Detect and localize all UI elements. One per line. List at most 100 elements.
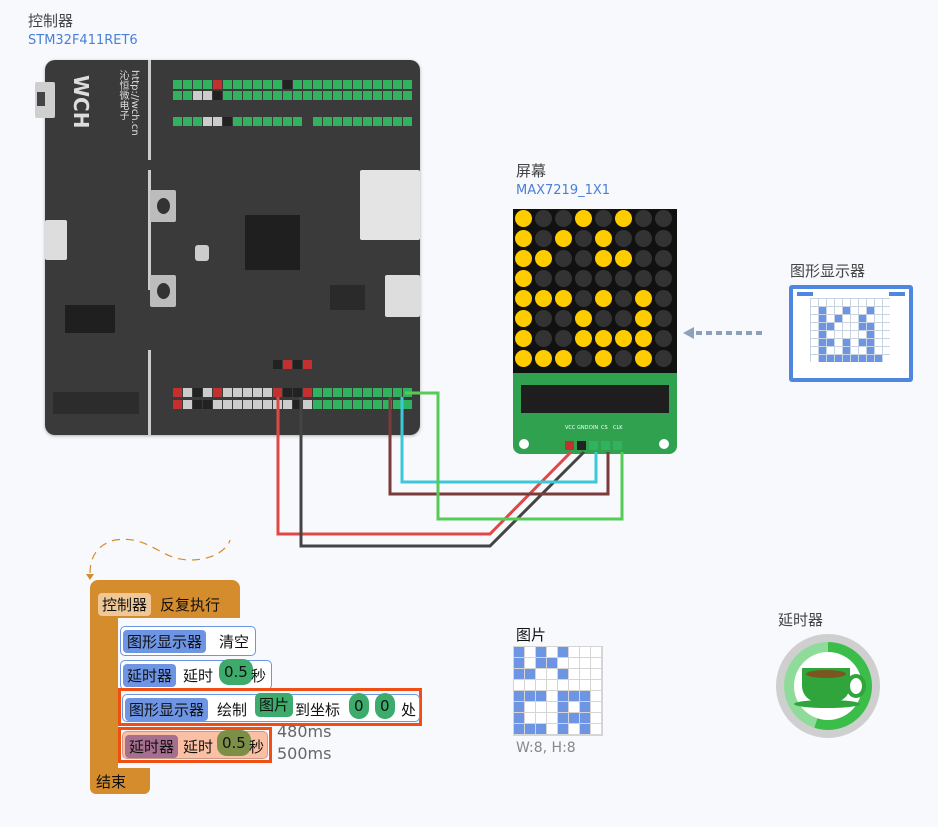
header-pin[interactable] bbox=[273, 91, 282, 100]
header-pin[interactable] bbox=[273, 360, 282, 369]
header-pin[interactable] bbox=[393, 80, 402, 89]
header-pin[interactable] bbox=[273, 117, 282, 126]
header-pin[interactable] bbox=[193, 388, 202, 397]
header-pin[interactable] bbox=[363, 360, 372, 369]
header-pin[interactable] bbox=[333, 80, 342, 89]
header-pin[interactable] bbox=[293, 388, 302, 397]
header-pin[interactable] bbox=[293, 360, 302, 369]
header-pin[interactable] bbox=[233, 80, 242, 89]
header-pin[interactable] bbox=[333, 400, 342, 409]
header-pin[interactable] bbox=[223, 360, 232, 369]
header-pin[interactable] bbox=[183, 400, 192, 409]
header-pin[interactable] bbox=[203, 400, 212, 409]
header-pin[interactable] bbox=[323, 360, 332, 369]
header-pin[interactable] bbox=[353, 400, 362, 409]
header-pin[interactable] bbox=[313, 117, 322, 126]
header-pin[interactable] bbox=[283, 80, 292, 89]
header-pin[interactable] bbox=[183, 360, 192, 369]
header-pin[interactable] bbox=[193, 80, 202, 89]
header-pin[interactable] bbox=[353, 388, 362, 397]
header-pin[interactable] bbox=[303, 388, 312, 397]
header-pin[interactable] bbox=[293, 117, 302, 126]
header-pin[interactable] bbox=[213, 117, 222, 126]
header-pin[interactable] bbox=[293, 400, 302, 409]
header-pin[interactable] bbox=[223, 80, 232, 89]
header-pin[interactable] bbox=[203, 91, 212, 100]
header-pin[interactable] bbox=[363, 80, 372, 89]
header-pin[interactable] bbox=[183, 80, 192, 89]
header-pin[interactable] bbox=[303, 80, 312, 89]
header-pin[interactable] bbox=[223, 91, 232, 100]
controller-board[interactable]: WCH 沁恒微电子 http://wch.cn bbox=[35, 60, 420, 435]
header-pin[interactable] bbox=[403, 117, 412, 126]
header-pin[interactable] bbox=[243, 91, 252, 100]
block-display-draw[interactable]: 图形显示器 绘制 图片 到坐标 0 0 处 bbox=[122, 693, 420, 722]
header-pin[interactable] bbox=[223, 388, 232, 397]
header-pin[interactable] bbox=[173, 400, 182, 409]
header-pin[interactable] bbox=[313, 360, 322, 369]
header-pin[interactable] bbox=[193, 360, 202, 369]
header-pin[interactable] bbox=[353, 91, 362, 100]
header-pin[interactable] bbox=[213, 360, 222, 369]
header-pin[interactable] bbox=[203, 80, 212, 89]
header-pin[interactable] bbox=[293, 80, 302, 89]
header-pin[interactable] bbox=[263, 388, 272, 397]
header-pin[interactable] bbox=[323, 388, 332, 397]
block-display-clear[interactable]: 图形显示器 清空 bbox=[120, 626, 256, 656]
header-pin[interactable] bbox=[313, 91, 322, 100]
header-pin[interactable] bbox=[243, 388, 252, 397]
user-button[interactable] bbox=[150, 275, 176, 307]
header-pin[interactable] bbox=[253, 388, 262, 397]
header-pin[interactable] bbox=[373, 360, 382, 369]
header-pin[interactable] bbox=[253, 360, 262, 369]
header-pin[interactable] bbox=[313, 400, 322, 409]
header-pin[interactable] bbox=[303, 360, 312, 369]
header-pin[interactable] bbox=[193, 117, 202, 126]
pin-header-top[interactable] bbox=[173, 80, 413, 140]
header-pin[interactable] bbox=[183, 388, 192, 397]
header-pin[interactable] bbox=[303, 91, 312, 100]
header-pin[interactable] bbox=[343, 388, 352, 397]
timer-icon[interactable] bbox=[776, 634, 880, 738]
header-pin[interactable] bbox=[373, 400, 382, 409]
header-pin[interactable] bbox=[403, 80, 412, 89]
header-pin[interactable] bbox=[223, 117, 232, 126]
header-pin[interactable] bbox=[193, 91, 202, 100]
header-pin[interactable] bbox=[333, 117, 342, 126]
header-pin[interactable] bbox=[393, 117, 402, 126]
matrix-pin-din[interactable] bbox=[589, 441, 598, 450]
coord-y-input[interactable]: 0 bbox=[375, 693, 395, 719]
header-pin[interactable] bbox=[203, 117, 212, 126]
header-pin[interactable] bbox=[373, 80, 382, 89]
header-pin[interactable] bbox=[283, 117, 292, 126]
header-pin[interactable] bbox=[303, 117, 312, 126]
header-pin[interactable] bbox=[213, 80, 222, 89]
header-pin[interactable] bbox=[403, 400, 412, 409]
header-pin[interactable] bbox=[383, 400, 392, 409]
header-pin[interactable] bbox=[333, 360, 342, 369]
header-pin[interactable] bbox=[253, 400, 262, 409]
header-pin[interactable] bbox=[243, 117, 252, 126]
header-pin[interactable] bbox=[173, 80, 182, 89]
header-pin[interactable] bbox=[353, 360, 362, 369]
header-pin[interactable] bbox=[263, 360, 272, 369]
header-pin[interactable] bbox=[373, 91, 382, 100]
header-pin[interactable] bbox=[263, 91, 272, 100]
header-pin[interactable] bbox=[363, 400, 372, 409]
header-pin[interactable] bbox=[393, 400, 402, 409]
header-pin[interactable] bbox=[343, 400, 352, 409]
header-pin[interactable] bbox=[273, 80, 282, 89]
header-pin[interactable] bbox=[373, 117, 382, 126]
header-pin[interactable] bbox=[403, 91, 412, 100]
header-pin[interactable] bbox=[173, 388, 182, 397]
header-pin[interactable] bbox=[343, 117, 352, 126]
header-pin[interactable] bbox=[393, 360, 402, 369]
header-pin[interactable] bbox=[383, 388, 392, 397]
block-delay-running[interactable]: 延时器 延时 0.5 秒 bbox=[122, 730, 268, 759]
header-pin[interactable] bbox=[223, 400, 232, 409]
header-pin[interactable] bbox=[243, 400, 252, 409]
header-pin[interactable] bbox=[393, 91, 402, 100]
header-pin[interactable] bbox=[383, 80, 392, 89]
header-pin[interactable] bbox=[363, 117, 372, 126]
header-pin[interactable] bbox=[303, 400, 312, 409]
